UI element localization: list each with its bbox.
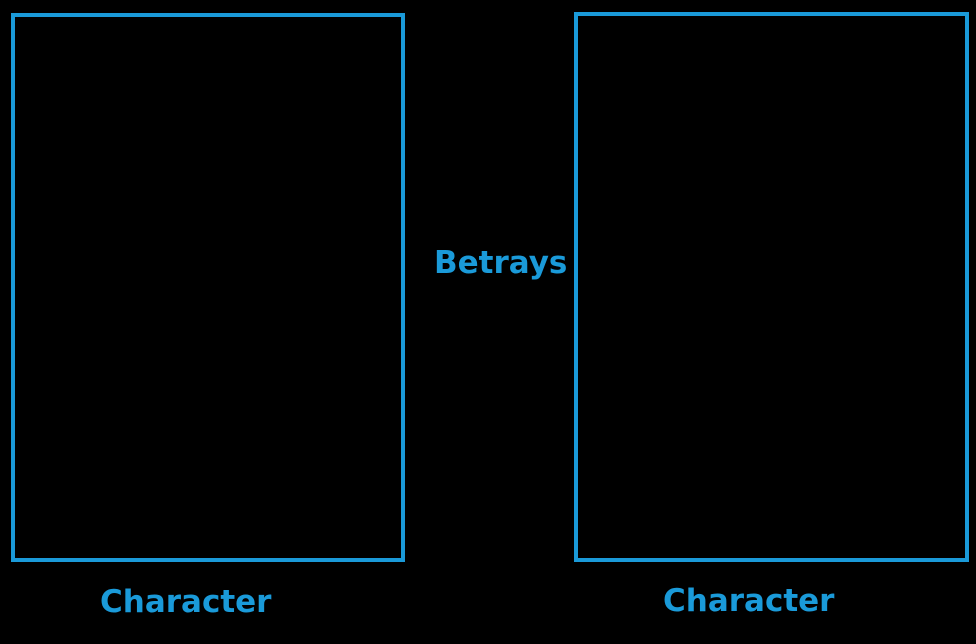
right-character-frame bbox=[574, 12, 969, 562]
left-character-label: Character bbox=[100, 584, 272, 620]
left-character-frame bbox=[11, 13, 405, 562]
action-label: Betrays bbox=[434, 245, 568, 281]
right-character-label: Character bbox=[663, 583, 835, 619]
